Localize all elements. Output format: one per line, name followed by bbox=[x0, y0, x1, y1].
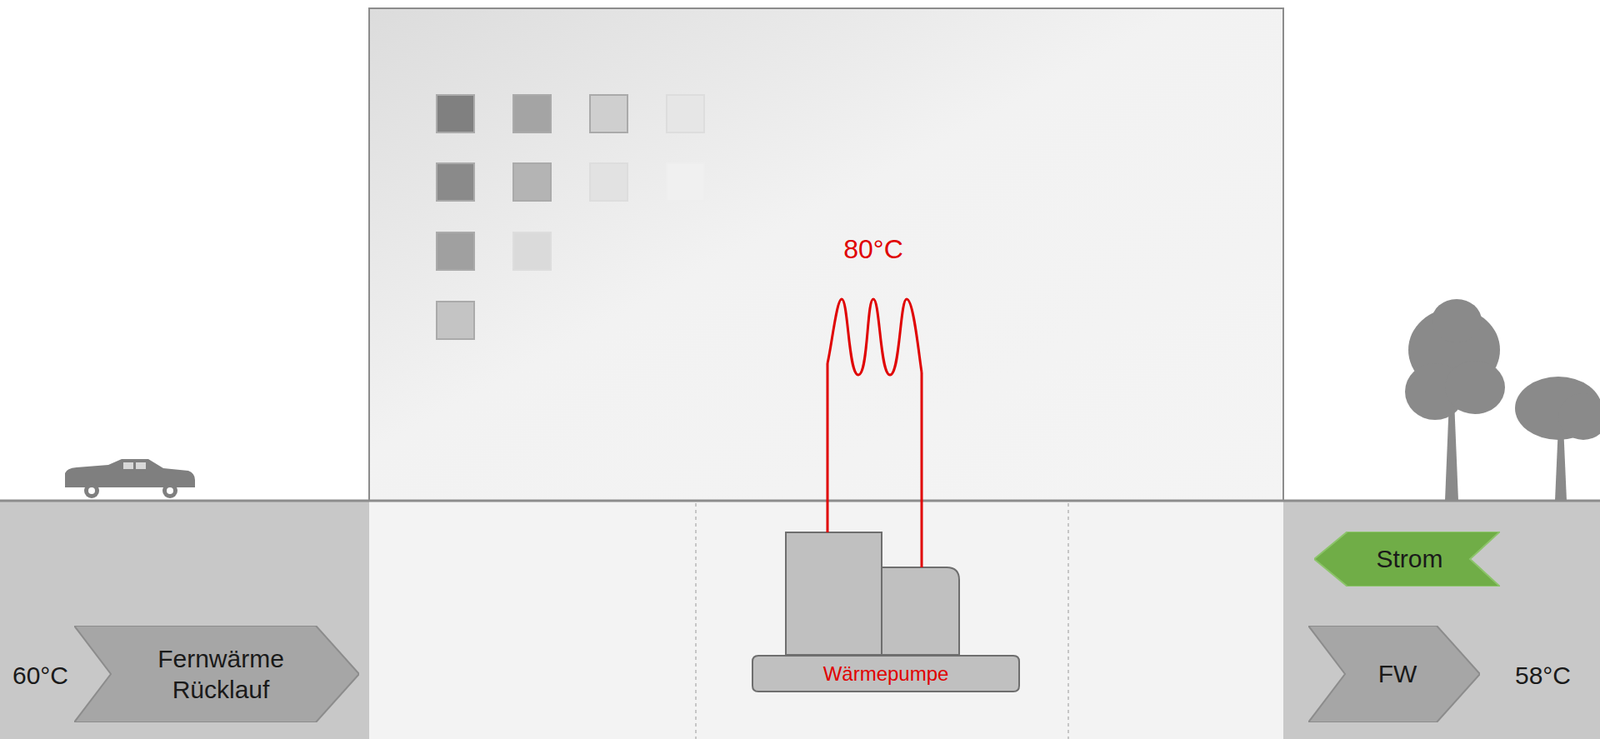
node-outline bbox=[74, 625, 360, 723]
divider-line bbox=[1068, 503, 1070, 739]
temperature-label: 80°C bbox=[843, 234, 904, 265]
node-label: Wärmepumpe bbox=[823, 661, 950, 687]
node-label: Strom bbox=[1375, 543, 1443, 575]
temperature-label: 60°C bbox=[12, 661, 69, 690]
ground-band bbox=[0, 500, 370, 739]
trees bbox=[1405, 299, 1600, 501]
heat-pump-base: Wärmepumpe bbox=[751, 655, 1020, 693]
compressor-unit bbox=[881, 567, 960, 655]
temperature-label: 58°C bbox=[1515, 661, 1571, 690]
car bbox=[65, 459, 195, 499]
flow-arrow: Fernwärme Rücklauf bbox=[74, 625, 360, 723]
node-label: FW bbox=[1378, 658, 1418, 690]
windows bbox=[436, 95, 705, 340]
ground-band bbox=[1283, 500, 1600, 739]
heat-pump-unit bbox=[785, 532, 882, 655]
ground-line bbox=[0, 500, 1600, 503]
basement bbox=[369, 500, 1284, 739]
power-arrow: Strom bbox=[1314, 531, 1500, 587]
heating-circuit bbox=[827, 299, 922, 568]
flow-arrow: FW bbox=[1308, 625, 1480, 723]
node-label: Fernwärme Rücklauf bbox=[125, 643, 317, 706]
divider-line bbox=[695, 503, 697, 739]
